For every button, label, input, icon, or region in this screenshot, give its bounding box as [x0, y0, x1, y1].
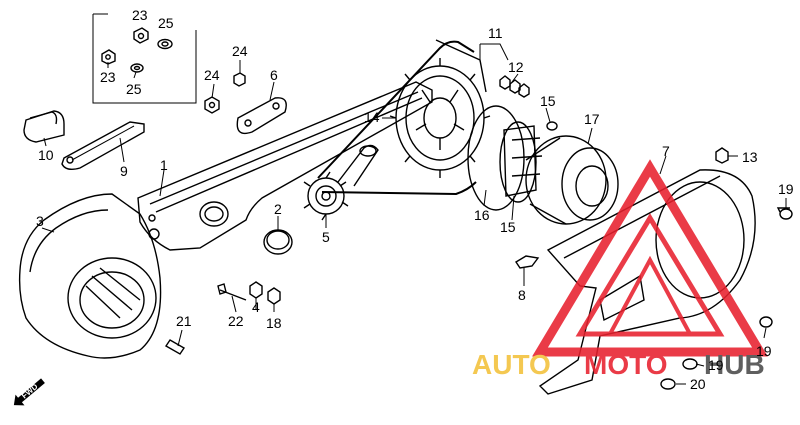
clip-8 [515, 255, 540, 269]
callout-15-top: 15 [540, 93, 556, 109]
nut-4 [249, 281, 263, 299]
callout-1: 1 [160, 157, 168, 173]
bolt-24-upper [233, 60, 246, 87]
bolt-20 [660, 378, 676, 390]
callout-20: 20 [690, 376, 706, 392]
callout-8: 8 [518, 287, 526, 303]
nut-23-bottom [101, 49, 116, 65]
bolt-19-lower [759, 316, 773, 328]
callout-23-top: 23 [132, 7, 148, 23]
rear-case-cover-3 [18, 193, 162, 359]
bolt-22 [217, 283, 247, 301]
callout-17: 17 [584, 111, 600, 127]
nut-23-top [133, 27, 149, 44]
fwd-arrow: FWD [13, 378, 45, 406]
callout-5: 5 [322, 229, 330, 245]
callout-23-bottom: 23 [100, 69, 116, 85]
callout-22: 22 [228, 313, 244, 329]
fastener-box [92, 13, 197, 104]
callout-19-right: 19 [778, 181, 794, 197]
chain-guide-9 [61, 121, 145, 171]
bolt-19-right [776, 207, 793, 220]
plate-6 [236, 97, 287, 135]
callout-21: 21 [176, 313, 192, 329]
callout-19-lower: 19 [756, 343, 772, 359]
washer-25-top [157, 38, 173, 50]
callout-labels: 1 2 3 4 5 6 7 8 9 10 11 12 13 14 15 15 1… [36, 7, 794, 392]
output-shaft [337, 144, 379, 187]
watermark-triangle-icon [532, 159, 768, 357]
callout-14: 14 [364, 109, 380, 125]
cap-2 [263, 229, 293, 255]
chain-guide-10 [23, 110, 65, 143]
callout-25-bottom: 25 [126, 81, 142, 97]
watermark-auto: AUTO [472, 349, 551, 380]
callout-19-bottom: 19 [708, 357, 724, 373]
callout-9: 9 [120, 163, 128, 179]
rear-sprocket-14 [389, 58, 491, 178]
callout-15-bottom: 15 [500, 219, 516, 235]
callout-6: 6 [270, 67, 278, 83]
drive-sprocket-5 [303, 171, 349, 221]
callout-10: 10 [38, 147, 54, 163]
callout-12: 12 [508, 59, 524, 75]
washer-18 [267, 287, 281, 305]
callout-25-top: 25 [158, 15, 174, 31]
callout-16: 16 [474, 207, 490, 223]
callout-18: 18 [266, 315, 282, 331]
washer-25-bottom [130, 63, 144, 73]
watermark-hub: HUB [704, 349, 765, 380]
callout-7: 7 [662, 143, 670, 159]
callout-11: 11 [488, 25, 503, 41]
nut-24-lower [204, 96, 220, 114]
callout-2: 2 [274, 201, 282, 217]
callout-24-lower: 24 [204, 67, 220, 83]
automotohub-watermark: AUTO MOTO HUB [472, 159, 768, 380]
bolt-13 [715, 147, 729, 164]
callout-13: 13 [742, 149, 758, 165]
callout-4: 4 [252, 299, 260, 315]
rear-hub-17 [525, 135, 619, 225]
callout-3: 3 [36, 213, 44, 229]
bolt-21 [165, 339, 185, 355]
drive-chain [317, 39, 487, 196]
bolt-19-bottom [682, 358, 698, 370]
hub-damper-15 [467, 105, 558, 211]
swingarm-case-1 [137, 81, 433, 251]
callout-24-upper: 24 [232, 43, 248, 59]
leader-lines [41, 43, 787, 385]
watermark-moto: MOTO [584, 349, 667, 380]
fasteners-12 [499, 75, 530, 98]
